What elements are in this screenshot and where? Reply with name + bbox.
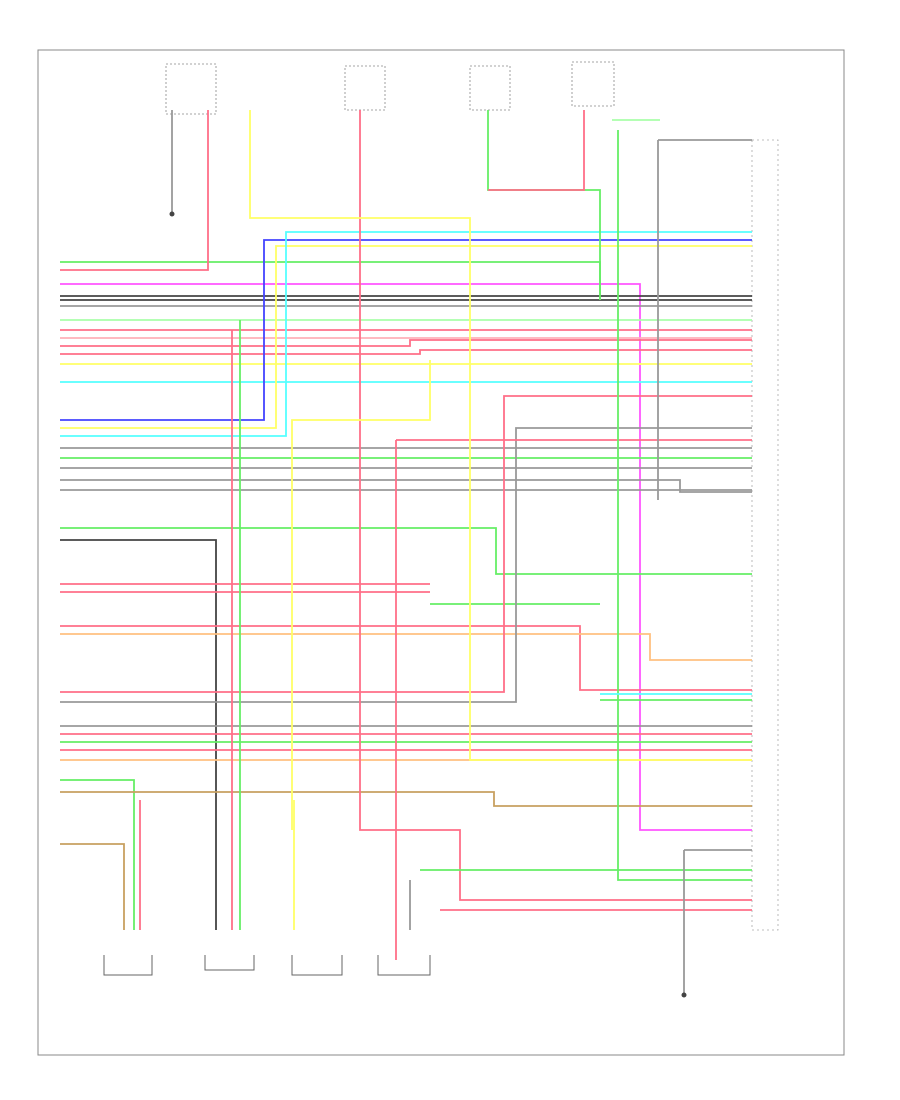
wire-green-45	[617, 130, 752, 881]
wires	[60, 110, 752, 995]
wire-blue-14	[60, 239, 752, 421]
wire-green-36	[60, 779, 135, 930]
wire-red-2	[60, 110, 209, 271]
wire-red-43	[488, 110, 585, 191]
wire-brown-38	[60, 843, 125, 930]
ground-bottom-right	[681, 992, 687, 998]
wire-yellow-44	[249, 110, 752, 761]
top-switch-4	[571, 61, 615, 107]
bottom-components	[103, 955, 431, 976]
wire-yellow-15	[60, 245, 752, 429]
sensor-3-box	[291, 955, 343, 976]
top-switch-3	[469, 65, 511, 111]
wire-gray-20	[60, 479, 752, 493]
ecm-connector	[751, 139, 779, 931]
ground-left	[169, 211, 175, 217]
top-switch-2	[344, 65, 386, 111]
wire-green-22	[60, 527, 752, 575]
wire-red-10	[60, 339, 752, 347]
wire-red-41	[359, 110, 752, 901]
wire-green-1	[60, 261, 601, 300]
wire-magenta-3	[60, 283, 752, 831]
wire-black-23	[60, 539, 217, 930]
wire-yellow-47	[291, 360, 431, 830]
sensor-4-box	[377, 955, 431, 976]
top-components	[165, 61, 615, 115]
wire-orange-28	[60, 633, 752, 661]
wire-red-29	[60, 395, 752, 693]
wire-red-11	[60, 349, 752, 355]
wire-cyan-16	[60, 231, 752, 437]
wire-brown-37	[60, 791, 752, 807]
sensor-1-box	[103, 955, 153, 976]
top-switch-1	[165, 63, 217, 115]
diagram-border	[37, 49, 845, 1056]
wire-red-27	[60, 625, 752, 691]
wire-gray-30	[60, 427, 752, 703]
ground-symbols	[169, 211, 687, 998]
sensor-2-box	[204, 955, 255, 971]
